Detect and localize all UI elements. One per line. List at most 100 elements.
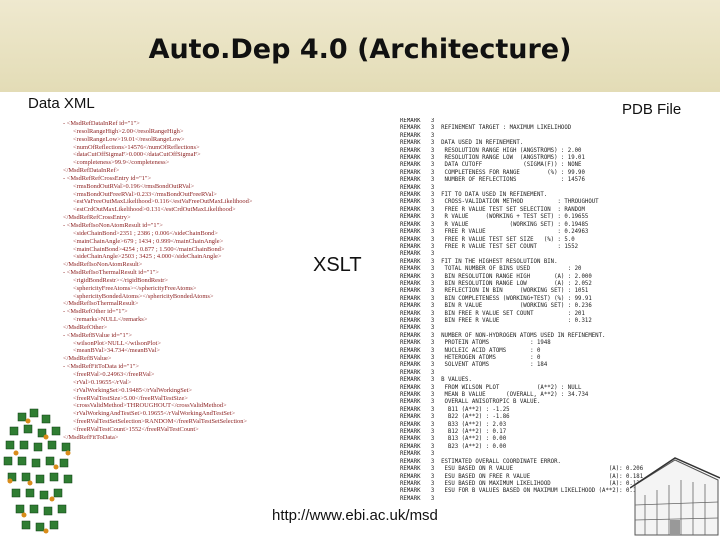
pdb-line: REMARK 3 FREE R VALUE TEST SET COUNT : 1… — [400, 243, 579, 250]
xml-line: <numOfReflections>14576</numOfReflection… — [73, 143, 200, 151]
xml-line: </MsdRefDataInRef> — [63, 167, 120, 175]
xml-line: <estVaFreeOutMaxLikelihood>0.116</estVaF… — [73, 198, 253, 206]
pdb-line: REMARK 3 REFINEMENT TARGET : MAXIMUM LIK… — [400, 125, 572, 132]
pdb-line: REMARK 3 DATA CUTOFF (SIGMA(F)) : NONE — [400, 162, 582, 169]
xml-line: <dataCutOffSigmaF>0.000</dataCutOffSigma… — [73, 151, 201, 159]
pdb-line: REMARK 3 PROTEIN ATOMS : 1948 — [400, 340, 551, 347]
xslt-label: XSLT — [313, 254, 362, 276]
pdb-line: REMARK 3 COMPLETENESS FOR RANGE (%) : 99… — [400, 169, 585, 176]
pdb-line: REMARK 3 RESOLUTION RANGE LOW (ANGSTROMS… — [400, 155, 585, 162]
pdb-line: REMARK 3 — [400, 369, 435, 376]
data-xml-label: Data XML — [28, 95, 95, 112]
pdb-line: REMARK 3 TOTAL NUMBER OF BINS USED : 20 — [400, 266, 582, 273]
xml-line: - <MsdRefOther id="1"> — [63, 308, 128, 316]
xml-line: <freeRValTestCount>1552</freeRValTestCou… — [73, 425, 199, 433]
xml-line: <estCrdOutMaxLikelihood>0.131</estCrdOut… — [73, 206, 236, 214]
xml-line: <freeRValTestSize>5.00</freeRValTestSize… — [73, 394, 188, 402]
xml-line: <mainChainBond>4254 ; 0.877 ; 1.500</mai… — [73, 245, 225, 253]
footer-url[interactable]: http://www.ebi.ac.uk/msd — [270, 507, 440, 524]
pdb-line: REMARK 3 — [400, 132, 435, 139]
xml-line: - <MsdRefBValue id="1"> — [63, 331, 132, 339]
xml-line: <resolRangeLow>19.01</resolRangeLow> — [73, 135, 185, 143]
pdb-line: REMARK 3 FIT TO DATA USED IN REFINEMENT. — [400, 192, 548, 199]
xml-line: <sphericityFreeAtoms></sphericityFreeAto… — [73, 284, 197, 292]
pdb-line: REMARK 3 RESOLUTION RANGE HIGH (ANGSTROM… — [400, 147, 582, 154]
xml-line: <freeRValTestSetSelection>RANDOM</freeRV… — [73, 418, 247, 426]
pdb-line: REMARK 3 FROM WILSON PLOT (A**2) : NULL — [400, 384, 582, 391]
pdb-line: REMARK 3 NUMBER OF NON-HYDROGEN ATOMS US… — [400, 332, 606, 339]
pdb-line: REMARK 3 — [400, 118, 435, 124]
pdb-line: REMARK 3 B33 (A**2) : 2.03 — [400, 421, 507, 428]
pdb-line: REMARK 3 OVERALL ANISOTROPIC B VALUE. — [400, 399, 541, 406]
pdb-line: REMARK 3 — [400, 495, 435, 502]
xml-line: - <MsdRefIsoNonAtomResult id="1"> — [63, 221, 163, 229]
xml-line: <sideChainAngle>2503 ; 3425 ; 4.000</sid… — [73, 253, 222, 261]
pdb-line: REMARK 3 B13 (A**2) : 0.00 — [400, 436, 507, 443]
pdb-line: REMARK 3 R VALUE (WORKING + TEST SET) : … — [400, 214, 589, 221]
xml-line: <remarks>NULL</remarks> — [73, 316, 148, 324]
pdb-line: REMARK 3 ESU BASED ON R VALUE (A): 0.206 — [400, 466, 644, 473]
pdb-line: REMARK 3 ESU BASED ON FREE R VALUE (A): … — [400, 473, 644, 480]
pdb-line: REMARK 3 DATA USED IN REFINEMENT. — [400, 140, 524, 147]
xml-line: <rmsBondOutFreeRVal>0.233</rmsBondOutFre… — [73, 190, 217, 198]
pdb-line: REMARK 3 MEAN B VALUE (OVERALL, A**2) : … — [400, 392, 589, 399]
pdb-line: REMARK 3 NUCLEIC ACID ATOMS : 0 — [400, 347, 541, 354]
xml-line: <meanBVal>34.734</meanBVal> — [73, 347, 161, 355]
pdb-line: REMARK 3 ESU FOR B VALUES BASED ON MAXIM… — [400, 488, 644, 495]
pdb-line: REMARK 3 ESU BASED ON MAXIMUM LIKELIHOOD… — [400, 480, 644, 487]
pdb-line: REMARK 3 — [400, 451, 435, 458]
pdb-line: REMARK 3 B22 (A**2) : -1.86 — [400, 414, 510, 421]
pdb-line: REMARK 3 BIN RESOLUTION RANGE HIGH (A) :… — [400, 273, 592, 280]
xml-line: <rVal>0.19655</rVal> — [73, 378, 132, 386]
pdb-line: REMARK 3 B12 (A**2) : 0.17 — [400, 429, 507, 436]
xml-line: <wilsonPlot>NULL</wilsonPlot> — [73, 339, 161, 347]
pdb-line: REMARK 3 BIN RESOLUTION RANGE LOW (A) : … — [400, 280, 592, 287]
xml-line: </MsdRefFitToData> — [63, 433, 119, 441]
xml-line: <rigidBondRestr></rigidBondRestr> — [73, 276, 169, 284]
pdb-line: REMARK 3 — [400, 184, 435, 191]
pdb-line: REMARK 3 — [400, 325, 435, 332]
xml-line: <mainChainAngle>679 ; 1434 ; 0.999</main… — [73, 237, 224, 245]
pdb-line: REMARK 3 BIN COMPLETENESS (WORKING+TEST)… — [400, 295, 592, 302]
pdb-line: REMARK 3 BIN FREE R VALUE : 0.312 — [400, 317, 592, 324]
xml-line: </MsdRefRefCrossEntry> — [63, 214, 131, 222]
pdb-line: REMARK 3 B VALUES. — [400, 377, 472, 384]
pdb-line: REMARK 3 BIN R VALUE (WORKING SET) : 0.2… — [400, 303, 592, 310]
xml-line: <sphericityBondedAtoms></sphericityBonde… — [73, 292, 214, 300]
pdb-line: REMARK 3 ESTIMATED OVERALL COORDINATE ER… — [400, 458, 561, 465]
pdb-line: REMARK 3 — [400, 251, 435, 258]
pdb-line: REMARK 3 R VALUE (WORKING SET) : 0.19485 — [400, 221, 589, 228]
page-title: Auto.Dep 4.0 (Architecture) — [148, 34, 572, 65]
xml-document: - <MsdRefDataInRef id="1"><resolRangeHig… — [63, 120, 301, 532]
xml-line: - <MsdRefDataInRef id="1"> — [63, 120, 140, 127]
pdb-line: REMARK 3 BIN FREE R VALUE SET COUNT : 20… — [400, 310, 585, 317]
pdb-line: REMARK 3 HETEROGEN ATOMS : 0 — [400, 355, 541, 361]
xml-line: <sideChainBond>2351 ; 2386 ; 0.006</side… — [73, 229, 218, 237]
xml-line: <crossValidMethod>THROUGHOUT</crossValid… — [73, 402, 227, 410]
building-icon — [630, 457, 720, 536]
pdb-file-label: PDB File — [622, 101, 682, 118]
pdb-line: REMARK 3 REFLECTION IN BIN (WORKING SET)… — [400, 288, 589, 295]
xml-line: <completeness>99.9</completeness> — [73, 159, 170, 167]
pdb-line: REMARK 3 SOLVENT ATOMS : 184 — [400, 362, 548, 369]
xml-line: <rValWorkingAndTestSet>0.19655</rValWork… — [73, 410, 236, 418]
xml-line: - <MsdRefFitToData id="1"> — [63, 363, 139, 371]
xml-line: <freeRVal>0.24963</freeRVal> — [73, 371, 155, 378]
molecule-icon — [3, 408, 73, 534]
pdb-line: REMARK 3 FREE R VALUE TEST SET SIZE (%) … — [400, 236, 575, 243]
title-band — [0, 0, 720, 92]
pdb-line: REMARK 3 FIT IN THE HIGHEST RESOLUTION B… — [400, 258, 558, 265]
xml-line: <rmsBondOutRVal>0.196</rmsBondOutRVal> — [73, 182, 195, 190]
xml-line: <resolRangeHigh>2.00</resolRangeHigh> — [73, 127, 184, 135]
pdb-line: REMARK 3 CROSS-VALIDATION METHOD : THROU… — [400, 199, 599, 206]
pdb-line: REMARK 3 B23 (A**2) : 0.00 — [400, 443, 507, 450]
xml-line: - <MsdRefIsoThermalResult id="1"> — [63, 269, 159, 277]
xml-line: </MsdRefBValue> — [63, 355, 112, 363]
pdb-line: REMARK 3 FREE R VALUE : 0.24963 — [400, 229, 589, 236]
pdb-line: REMARK 3 NUMBER OF REFLECTIONS : 14576 — [400, 177, 585, 184]
xml-line: </MsdRefIsoThermalResult> — [63, 300, 139, 308]
xml-line: </MsdRefIsoNonAtomResult> — [63, 261, 143, 269]
pdb-line: REMARK 3 FREE R VALUE TEST SET SELECTION… — [400, 206, 585, 213]
xml-line: </MsdRefOther> — [63, 323, 108, 331]
